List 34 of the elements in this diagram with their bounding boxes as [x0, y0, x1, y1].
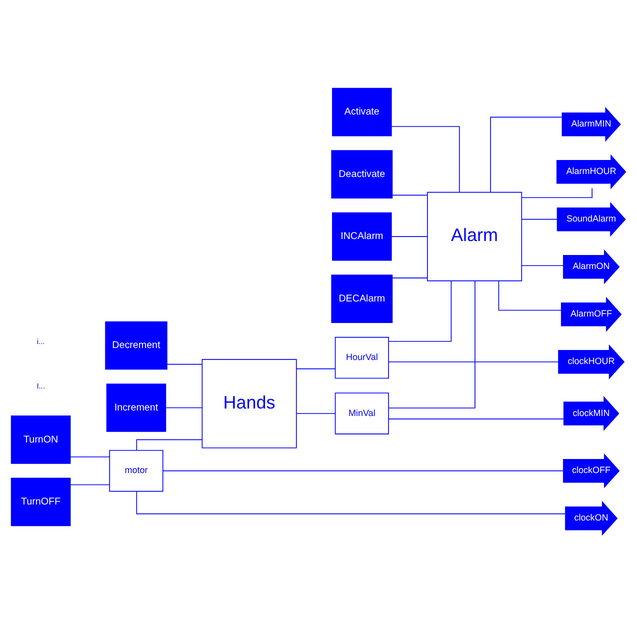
node-box: HourVal — [334, 336, 389, 378]
connector — [392, 277, 428, 278]
node-box: MinVal — [334, 392, 389, 434]
node-box: Decrement — [105, 320, 168, 370]
connector — [388, 360, 559, 362]
connector — [70, 484, 110, 485]
connector — [70, 456, 110, 457]
connector — [490, 116, 563, 192]
node-box: Alarm — [427, 191, 522, 281]
connector — [498, 280, 562, 310]
node-box: Increment — [106, 383, 166, 432]
connector — [166, 363, 202, 364]
node-box: INCAlarm — [332, 212, 392, 260]
connector — [391, 126, 460, 192]
connector — [388, 280, 476, 408]
node-box: TurnOFF — [10, 477, 71, 526]
connector — [296, 412, 336, 414]
connector — [136, 490, 566, 514]
connector — [521, 218, 558, 220]
node-box: motor — [109, 449, 164, 492]
node-box: TurnON — [10, 415, 71, 464]
node-box: DECAlarm — [331, 274, 393, 322]
connector — [521, 264, 564, 266]
node-box: Hands — [202, 358, 297, 448]
connector — [166, 406, 202, 408]
node-box: Activate — [332, 87, 392, 136]
label: I... — [36, 380, 45, 390]
connector — [162, 470, 564, 471]
connector — [296, 368, 336, 369]
node-box: Deactivate — [331, 150, 393, 198]
label: i... — [36, 336, 45, 346]
connector — [392, 194, 428, 196]
connector — [388, 418, 564, 419]
connector — [388, 280, 452, 342]
